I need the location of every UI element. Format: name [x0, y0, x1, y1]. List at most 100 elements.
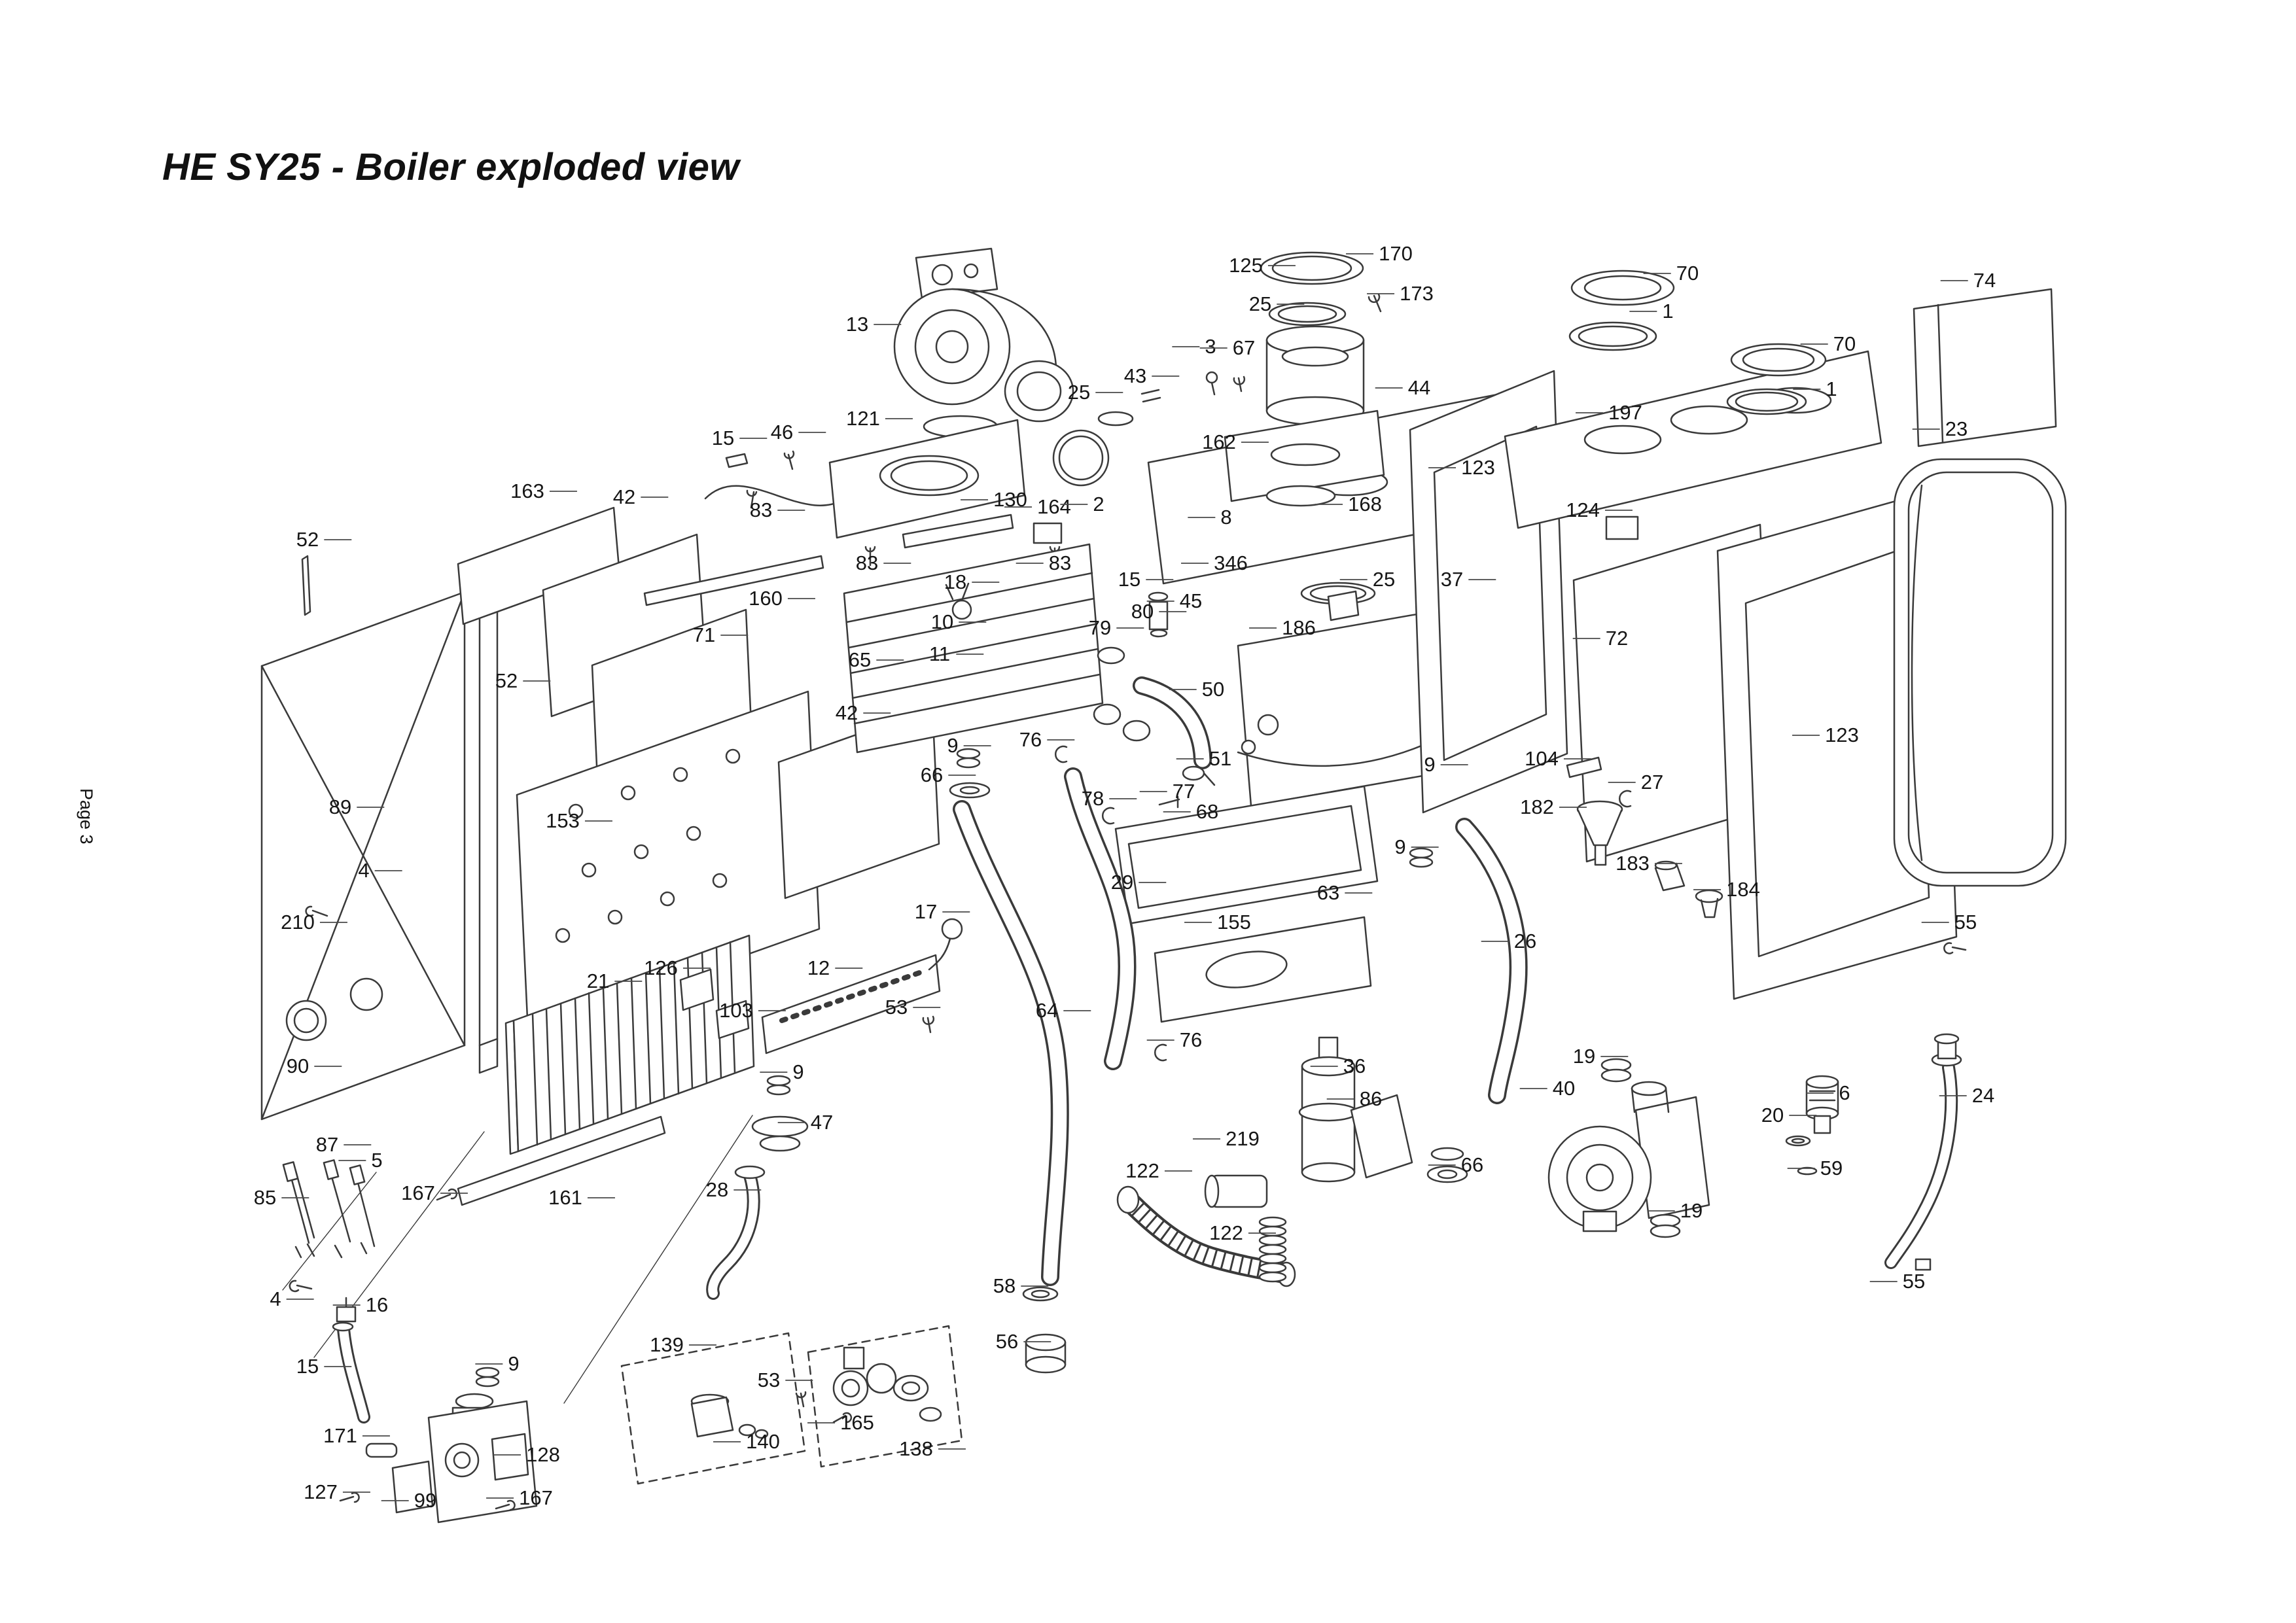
- part-label-76: 76: [1019, 728, 1042, 751]
- part-label-50: 50: [1202, 678, 1224, 701]
- part-label-25: 25: [1373, 568, 1395, 591]
- part-label-83: 83: [856, 551, 878, 574]
- part-label-53: 53: [758, 1369, 780, 1391]
- part-label-1: 1: [1826, 377, 1837, 400]
- part-label-23: 23: [1945, 417, 1968, 440]
- part-label-99: 99: [414, 1489, 436, 1512]
- burner-drawing: [679, 954, 941, 1055]
- seals-and-fittings-drawing: [475, 745, 1466, 1387]
- part-label-184: 184: [1726, 878, 1760, 901]
- part-label-67: 67: [1233, 336, 1255, 359]
- part-label-4: 4: [270, 1287, 281, 1310]
- part-label-165: 165: [840, 1411, 874, 1434]
- right-rear-panel-drawing: [1913, 288, 2057, 447]
- part-label-43: 43: [1124, 364, 1146, 387]
- part-label-89: 89: [329, 795, 351, 818]
- part-label-9: 9: [1394, 835, 1405, 858]
- part-label-55: 55: [1954, 911, 1977, 934]
- part-label-170: 170: [1379, 242, 1413, 265]
- part-label-17: 17: [915, 900, 937, 923]
- part-label-4: 4: [358, 859, 369, 882]
- part-label-5: 5: [371, 1149, 382, 1172]
- part-label-44: 44: [1408, 376, 1430, 399]
- gas-valve-drawing: [336, 1297, 538, 1524]
- tray-drawing: [1114, 785, 1379, 925]
- part-label-42: 42: [836, 701, 858, 724]
- part-label-9: 9: [1424, 753, 1435, 776]
- part-label-103: 103: [719, 999, 753, 1022]
- part-label-346: 346: [1214, 551, 1248, 574]
- part-label-124: 124: [1566, 498, 1600, 521]
- part-label-123: 123: [1825, 724, 1859, 746]
- part-label-11: 11: [929, 642, 950, 665]
- part-label-140: 140: [746, 1430, 780, 1453]
- part-label-78: 78: [1082, 787, 1104, 810]
- pump-drawing: [1426, 1058, 1710, 1238]
- part-label-45: 45: [1180, 589, 1202, 612]
- part-label-9: 9: [508, 1352, 519, 1375]
- part-label-90: 90: [287, 1055, 309, 1077]
- part-label-37: 37: [1441, 568, 1463, 591]
- page-title: HE SY25 - Boiler exploded view: [162, 146, 740, 188]
- part-label-123: 123: [1461, 456, 1495, 479]
- part-label-83: 83: [750, 498, 772, 521]
- part-label-77: 77: [1173, 780, 1195, 803]
- part-label-121: 121: [846, 407, 880, 430]
- part-label-80: 80: [1131, 600, 1154, 623]
- part-label-164: 164: [1037, 495, 1071, 518]
- part-label-79: 79: [1089, 616, 1111, 639]
- part-label-51: 51: [1209, 747, 1231, 770]
- part-label-72: 72: [1606, 627, 1628, 650]
- part-label-25: 25: [1249, 292, 1271, 315]
- part-label-15: 15: [296, 1355, 319, 1378]
- part-label-15: 15: [712, 427, 734, 449]
- part-label-70: 70: [1676, 262, 1699, 285]
- valve-drawing: [1785, 942, 1967, 1271]
- part-label-171: 171: [323, 1424, 357, 1447]
- part-label-70: 70: [1833, 332, 1856, 355]
- part-label-63: 63: [1317, 881, 1339, 904]
- part-label-161: 161: [548, 1186, 582, 1209]
- part-label-122: 122: [1125, 1159, 1159, 1182]
- part-label-85: 85: [254, 1186, 276, 1209]
- part-label-125: 125: [1229, 254, 1263, 277]
- part-label-13: 13: [846, 313, 868, 336]
- pipes-drawing: [332, 676, 1962, 1423]
- part-label-138: 138: [899, 1437, 933, 1460]
- part-label-25: 25: [1068, 381, 1090, 404]
- part-label-219: 219: [1226, 1127, 1260, 1150]
- part-label-8: 8: [1220, 506, 1231, 529]
- part-label-21: 21: [587, 969, 609, 992]
- part-label-128: 128: [526, 1443, 560, 1466]
- part-label-167: 167: [401, 1181, 435, 1204]
- ignition-electrodes-drawing: [282, 1159, 376, 1293]
- part-label-153: 153: [546, 809, 580, 832]
- part-label-3: 3: [1205, 335, 1216, 358]
- part-label-64: 64: [1036, 999, 1058, 1022]
- part-label-19: 19: [1573, 1045, 1595, 1068]
- part-label-2: 2: [1093, 493, 1104, 515]
- support-rails-drawing: [436, 555, 824, 1206]
- part-label-168: 168: [1348, 493, 1382, 515]
- expansion-vessel-drawing: [1893, 458, 2067, 887]
- part-label-162: 162: [1202, 430, 1236, 453]
- part-label-122: 122: [1209, 1221, 1243, 1244]
- part-label-68: 68: [1196, 800, 1218, 823]
- gasket-sheet-drawing: [1154, 916, 1372, 1023]
- part-label-1: 1: [1662, 300, 1673, 323]
- fan-assembly-drawing: [704, 247, 1074, 508]
- part-label-139: 139: [650, 1333, 684, 1356]
- page-number-label: Page 3: [77, 788, 96, 845]
- venturi-plate-drawing: [725, 419, 1110, 567]
- part-label-55: 55: [1903, 1270, 1925, 1293]
- part-label-197: 197: [1608, 401, 1642, 424]
- part-label-29: 29: [1111, 871, 1133, 894]
- part-label-173: 173: [1400, 282, 1434, 305]
- part-label-9: 9: [792, 1060, 804, 1083]
- part-label-210: 210: [281, 911, 315, 934]
- part-label-182: 182: [1520, 795, 1554, 818]
- part-label-163: 163: [510, 480, 544, 502]
- part-label-53: 53: [885, 996, 908, 1019]
